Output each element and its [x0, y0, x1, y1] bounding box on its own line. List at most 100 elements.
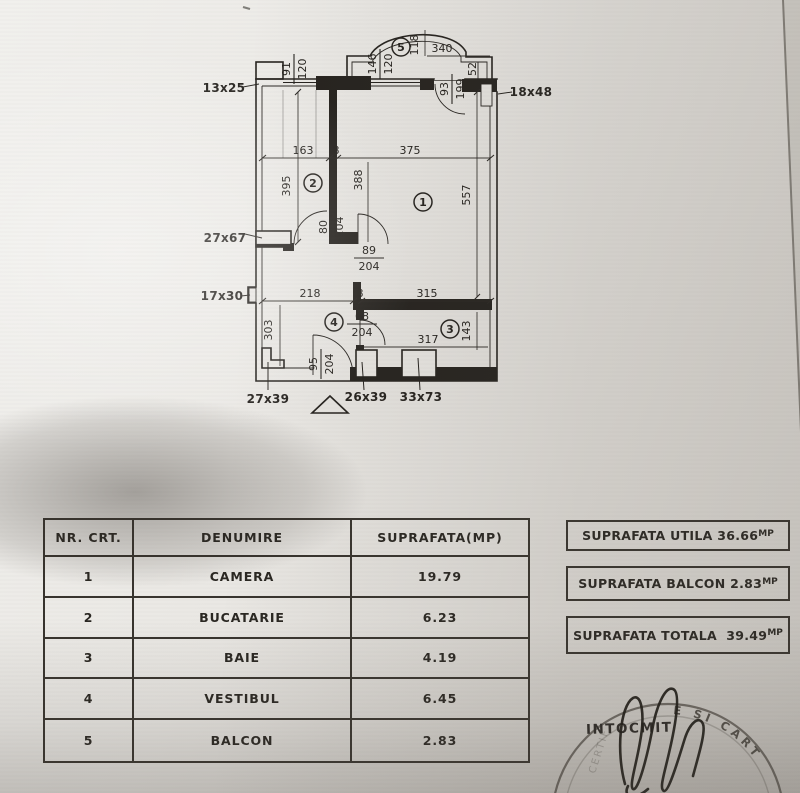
dim-label: 8 — [333, 144, 340, 157]
summary-unit: MP — [767, 628, 783, 638]
balcony-outline — [346, 34, 493, 80]
svg-text:68: 68 — [355, 310, 369, 323]
table-cell-name: VESTIBUL — [134, 679, 352, 721]
svg-text:93: 93 — [438, 82, 451, 96]
dim-label: 163 — [293, 144, 314, 157]
pier-27x39 — [261, 347, 285, 369]
summary-value: 2.83 — [730, 576, 763, 591]
room-marker-baie: 3 — [440, 319, 460, 339]
pier-26x39 — [355, 349, 378, 378]
table-cell-nr: 3 — [45, 638, 134, 680]
fixture-label: 33x73 — [400, 390, 443, 404]
door-arc-entrance — [312, 334, 354, 376]
dim-label: 388 — [352, 170, 365, 191]
dim-label: 118 — [408, 35, 421, 56]
door-arc-kitchen — [293, 210, 328, 245]
door-arc-balcony — [434, 83, 466, 115]
table-cell-area: 2.83 — [422, 733, 458, 749]
fixture-label: 13x25 — [203, 81, 246, 95]
scan-artifact — [242, 5, 251, 11]
stamp-inner-ring — [566, 715, 770, 793]
dim-label: 375 — [400, 144, 421, 157]
niche-18x48 — [480, 83, 493, 107]
svg-text:204: 204 — [323, 354, 336, 375]
niche-17x30 — [248, 287, 257, 303]
stamp: E SI CART CERTIF INTOCMIT — [554, 687, 782, 793]
svg-text:146: 146 — [366, 54, 379, 75]
fixture-labels: 13x25 18x48 27x67 17x30 27x39 26x39 33x7… — [201, 81, 553, 406]
fixture-label: 27x67 — [204, 231, 247, 245]
fixture-label: 27x39 — [247, 392, 290, 406]
svg-text:4: 4 — [330, 316, 338, 329]
table-cell-area: 19.79 — [352, 557, 528, 598]
dim-label: 317 — [418, 333, 439, 346]
fixture-label: 26x39 — [345, 390, 388, 404]
stamp-ring — [554, 702, 782, 793]
dim-label: 557 — [460, 185, 473, 206]
paper-edge — [782, 0, 800, 433]
table-cell-area: 6.45 — [352, 679, 528, 721]
area-table: NR. CRT. DENUMIRE SUPRAFATA(MP) 1 CAMERA… — [43, 518, 530, 763]
summary-value: 36.66 — [717, 528, 759, 543]
room-marker-vestibul: 4 — [324, 312, 344, 332]
dim-label: 218 — [300, 287, 321, 300]
door-arc-camera — [357, 213, 389, 245]
summary-label: SUPRAFATA BALCON — [578, 576, 731, 591]
dimension-lines — [258, 30, 495, 366]
table-header-denumire: DENUMIRE — [134, 520, 352, 557]
room-marker-balcon: 5 — [391, 37, 411, 57]
dim-label: 303 — [262, 320, 275, 341]
dim-label: 315 — [417, 287, 438, 300]
svg-text:120: 120 — [382, 54, 395, 75]
summary-unit: MP — [762, 576, 778, 587]
svg-text:1: 1 — [419, 196, 427, 209]
dim-label: 52 — [466, 62, 479, 76]
door-swings — [293, 83, 466, 376]
svg-text:199: 199 — [454, 79, 467, 100]
dimension-labels: 163 8 375 395 388 557 218 8 315 303 143 … — [262, 35, 479, 347]
signature — [618, 687, 705, 793]
corner-pier-13x25 — [255, 61, 284, 80]
fixture-label: 18x48 — [510, 85, 553, 99]
dim-label: 143 — [460, 321, 473, 342]
dim-label: 8 — [357, 287, 364, 300]
entrance-marker-triangle — [309, 394, 351, 414]
room-marker-bucatarie: 2 — [303, 173, 323, 193]
dim-label: 340 — [432, 42, 453, 55]
svg-text:2: 2 — [309, 177, 317, 190]
intocmit-label: INTOCMIT — [586, 720, 673, 738]
summary-value: 39.49 — [726, 627, 768, 643]
fixture-label: 17x30 — [201, 289, 244, 303]
table-cell-nr: 1 — [45, 557, 134, 598]
svg-text:80: 80 — [317, 220, 330, 234]
table-cell-name: CAMERA — [134, 557, 352, 598]
table-header-nr-crt: NR. CRT. — [45, 520, 134, 557]
table-cell-area: 4.19 — [352, 639, 528, 680]
table-cell-area: 6.23 — [352, 598, 528, 639]
summary-label: SUPRAFATA TOTALA — [573, 627, 727, 643]
svg-text:3: 3 — [446, 323, 454, 336]
room-marker-camera: 1 — [413, 192, 433, 212]
summary-unit: MP — [758, 528, 774, 539]
paper-edge-line — [782, 0, 800, 433]
table-cell-nr: 2 — [45, 597, 134, 639]
svg-text:204: 204 — [333, 217, 346, 238]
svg-text:5: 5 — [397, 41, 405, 54]
svg-text:204: 204 — [352, 326, 373, 339]
table-cell-nr: 4 — [45, 679, 134, 721]
table-header-suprafata: SUPRAFATA(MP) — [352, 520, 528, 557]
table-cell-name: BALCON — [134, 720, 352, 761]
summary-label: SUPRAFATA UTILA — [582, 528, 718, 543]
